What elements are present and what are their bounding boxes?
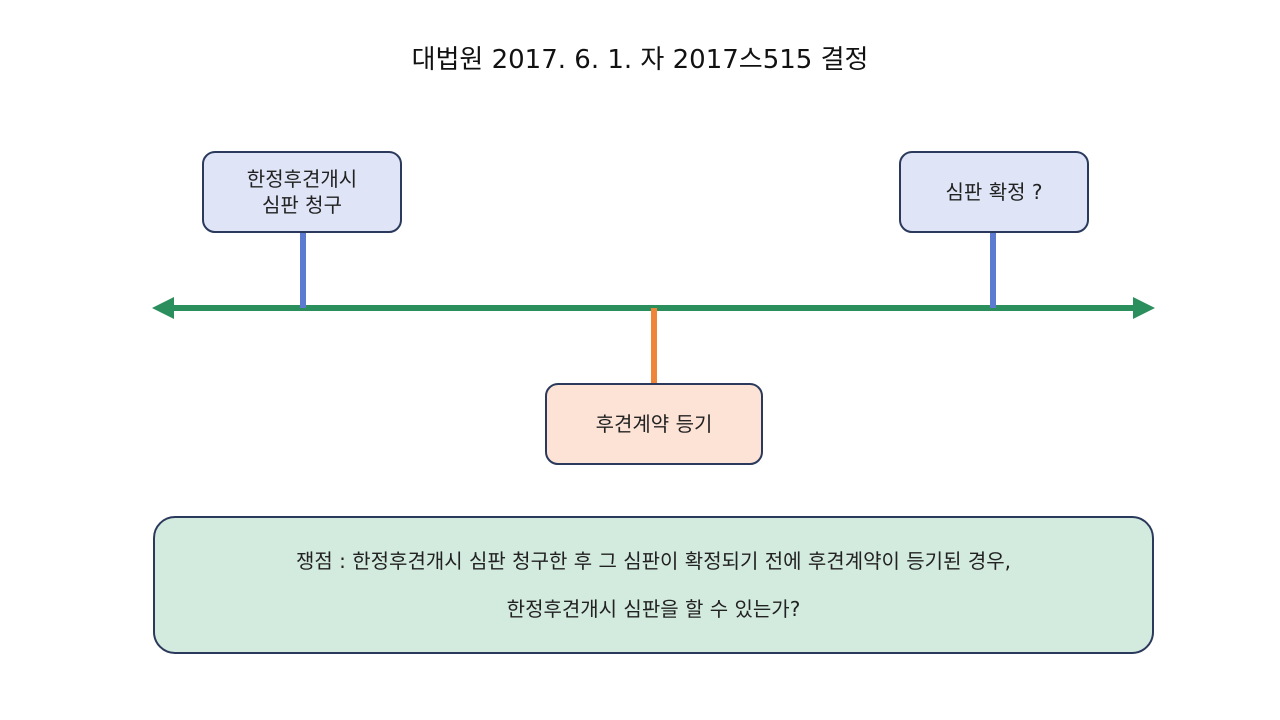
event-confirmation-label: 심판 확정 ? [945, 180, 1043, 204]
issue-line-1: 쟁점 : 한정후견개시 심판 청구한 후 그 심판이 확정되기 전에 후견계약이… [296, 549, 1011, 573]
issue-line-2: 한정후견개시 심판을 할 수 있는가? [506, 597, 801, 621]
diagram-title: 대법원 2017. 6. 1. 자 2017스515 결정 [411, 45, 869, 75]
event-petition-label: 한정후견개시 심판 청구 [246, 167, 358, 217]
event-registration-label: 후견계약 등기 [595, 412, 713, 436]
timeline-left-arrowhead [152, 297, 174, 319]
event-registration-box: 후견계약 등기 [545, 383, 763, 465]
issue-box: 쟁점 : 한정후견개시 심판 청구한 후 그 심판이 확정되기 전에 후견계약이… [153, 516, 1154, 654]
timeline-right-arrowhead [1133, 297, 1155, 319]
event-confirmation-box: 심판 확정 ? [899, 151, 1089, 233]
event-petition-box: 한정후견개시 심판 청구 [202, 151, 402, 233]
